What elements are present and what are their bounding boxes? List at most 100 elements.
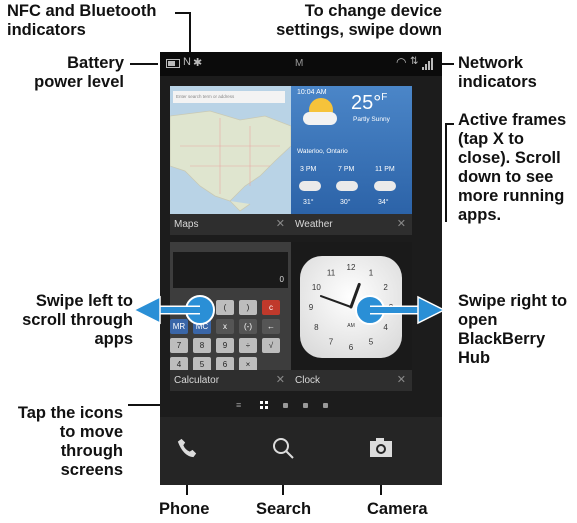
calc-key[interactable]: 7 [170, 338, 188, 353]
active-frames-label: Active frames (tap X to close). Scroll d… [458, 111, 567, 224]
clock-hour-hand [349, 282, 361, 309]
calculator-frame[interactable]: 0 ( ) c MR MC x (-) ← 7 8 9 ÷ √ 4 5 6 × … [170, 242, 291, 391]
clock-minute-hand [319, 295, 352, 308]
camera-icon[interactable] [366, 433, 396, 463]
maps-content: Enter search term or address [170, 86, 291, 214]
weather-temp: 25°F [351, 92, 388, 114]
calc-key[interactable]: ( [216, 300, 234, 315]
clock-number: 10 [312, 283, 321, 292]
wifi-icon: ◠ [396, 55, 407, 69]
calc-key[interactable]: 6 [216, 357, 234, 370]
device-settings-label: To change device settings, swipe down [276, 2, 442, 39]
cloud-icon [336, 181, 358, 191]
clock-number: 12 [347, 263, 356, 272]
grid-view-icon[interactable] [260, 401, 268, 409]
page-dot[interactable] [323, 403, 328, 408]
weather-frame[interactable]: 10:04 AM 25°F Partly Sunny Waterloo, Ont… [291, 86, 412, 235]
status-bar[interactable]: N ✱ M ◠ ⇅ [160, 52, 442, 76]
search-label: Search [256, 500, 312, 518]
clock-am-label: AM [347, 323, 355, 329]
calc-key[interactable]: ÷ [239, 338, 257, 353]
calc-key[interactable]: × [239, 357, 257, 370]
calculator-close-button[interactable]: ✕ [275, 374, 285, 386]
clock-number: 2 [383, 283, 388, 292]
dock [160, 417, 442, 485]
tap-icons-label: Tap the icons to move through screens [17, 404, 123, 479]
clock-title-bar: Clock ✕ [291, 370, 412, 391]
battery-icon [166, 59, 180, 68]
weather-location: Waterloo, Ontario [297, 148, 348, 155]
nfc-bluetooth-label: NFC and Bluetooth indicators [7, 2, 157, 39]
camera-label: Camera [367, 500, 428, 518]
cloud-icon [374, 181, 396, 191]
page-dot[interactable] [303, 403, 308, 408]
status-time: M [295, 58, 304, 69]
calculator-display: 0 [173, 252, 288, 288]
list-view-icon[interactable]: ≡ [236, 400, 242, 410]
calc-key[interactable]: ← [262, 319, 280, 334]
weather-title-bar: Weather ✕ [291, 214, 412, 235]
calculator-title: Calculator [174, 375, 220, 386]
weather-title: Weather [295, 219, 333, 230]
weather-close-button[interactable]: ✕ [396, 218, 406, 230]
calc-mr-key[interactable]: MR [170, 319, 188, 334]
clock-number: 5 [369, 338, 374, 347]
calculator-title-bar: Calculator ✕ [170, 370, 291, 391]
swipe-left-label: Swipe left to scroll through apps [22, 292, 133, 348]
clock-number: 4 [383, 323, 388, 332]
weather-content: 10:04 AM 25°F Partly Sunny Waterloo, Ont… [291, 86, 412, 214]
calc-key[interactable]: 8 [193, 338, 211, 353]
calc-clear-key[interactable]: c [262, 300, 280, 315]
calc-mc-key[interactable]: MC [193, 319, 211, 334]
weather-time: 10:04 AM [297, 89, 327, 96]
maps-search-field[interactable]: Enter search term or address [173, 91, 285, 103]
forecast-hour: 3 PM [300, 166, 317, 173]
weather-condition: Partly Sunny [353, 116, 390, 123]
search-icon[interactable] [268, 433, 298, 463]
maps-title-bar: Maps ✕ [170, 214, 291, 235]
page-dot[interactable] [283, 403, 288, 408]
forecast-temp: 30° [340, 199, 351, 206]
phone-icon[interactable] [172, 433, 202, 463]
weather-unit: F [381, 92, 388, 103]
phone-screen: N ✱ M ◠ ⇅ Enter search term or address M… [160, 52, 442, 485]
calc-key[interactable]: 9 [216, 338, 234, 353]
clock-title: Clock [295, 375, 321, 386]
maps-close-button[interactable]: ✕ [275, 218, 285, 230]
forecast-hour: 7 PM [338, 166, 355, 173]
clock-close-button[interactable]: ✕ [396, 374, 406, 386]
nfc-icon: N [183, 56, 191, 68]
bluetooth-icon: ✱ [193, 57, 203, 69]
forecast-hour: 11 PM [375, 166, 395, 173]
clock-number: 9 [309, 303, 314, 312]
calc-key[interactable]: 4 [170, 357, 188, 370]
cloud-icon [299, 181, 321, 191]
maps-title: Maps [174, 219, 199, 230]
calc-key[interactable]: (-) [239, 319, 257, 334]
data-icon: ⇅ [410, 56, 419, 67]
calc-key[interactable]: x [216, 319, 234, 334]
forecast-temp: 34° [378, 199, 389, 206]
map-image [170, 110, 291, 212]
maps-frame[interactable]: Enter search term or address Maps ✕ [170, 86, 291, 235]
clock-number: 7 [329, 338, 334, 347]
nfc-leader-line [175, 12, 191, 60]
calculator-content: 0 ( ) c MR MC x (-) ← 7 8 9 ÷ √ 4 5 6 × [170, 242, 291, 370]
network-label: Network indicators [458, 54, 537, 91]
page-indicator[interactable]: ≡ [236, 400, 366, 410]
clock-number: 6 [349, 343, 354, 352]
phone-label: Phone [159, 500, 210, 518]
active-frames-leader-line [445, 123, 454, 222]
calc-key[interactable]: 5 [193, 357, 211, 370]
calc-key[interactable]: √ [262, 338, 280, 353]
clock-number: 11 [327, 268, 336, 277]
clock-number: 1 [369, 268, 374, 277]
battery-label: Battery power level [34, 54, 124, 91]
clock-number: 8 [314, 323, 319, 332]
forecast-temp: 31° [303, 199, 314, 206]
calc-key[interactable]: ) [239, 300, 257, 315]
